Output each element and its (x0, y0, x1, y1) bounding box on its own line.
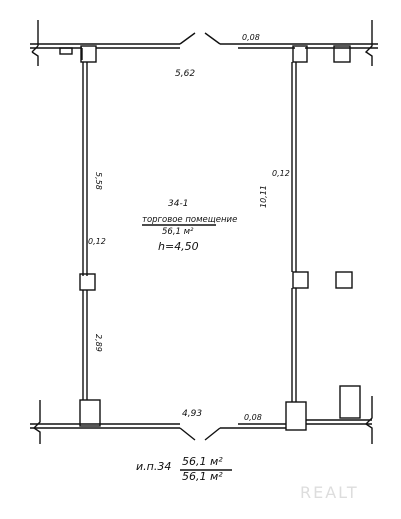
top-width-label: 5,62 (175, 69, 195, 79)
bottom-step-label: 0,08 (244, 413, 262, 422)
totals-area-top: 56,1 м² (182, 455, 223, 468)
column-right-middle (292, 271, 309, 289)
bottom-wall-right (220, 419, 372, 429)
door-opening-top (179, 32, 221, 45)
top-step-label: 0,08 (242, 33, 260, 42)
column-bottom-left (79, 399, 101, 427)
break-mark-top-right (364, 20, 373, 66)
top-wall-left (30, 43, 180, 60)
left-upper-dim: 5,58 (94, 172, 103, 190)
door-opening-bottom (179, 427, 221, 441)
watermark: REALT (300, 483, 359, 502)
column-top-left (80, 45, 97, 63)
totals-label: и.п.34 (136, 460, 171, 473)
right-length-dim: 10,11 (259, 185, 268, 208)
break-mark-bottom-left (32, 400, 41, 444)
bottom-width-label: 4,93 (182, 409, 202, 419)
break-mark-top-left (31, 20, 39, 66)
bottom-wall-left (30, 423, 180, 429)
column-top-right (292, 45, 308, 63)
small-mark (59, 47, 73, 55)
room-area: 56,1 м² (162, 227, 194, 237)
column-left-middle (79, 273, 96, 291)
right-wall (291, 62, 297, 402)
left-lower-dim: 2,89 (94, 334, 103, 352)
column-bottom-right (285, 401, 307, 431)
right-wall-thickness: 0,12 (272, 169, 290, 178)
break-mark-bottom-right (364, 396, 373, 444)
totals-area-bottom: 56,1 м² (182, 470, 223, 483)
column-top-far-right (333, 45, 351, 63)
room-height: h=4,50 (158, 240, 199, 253)
room-name: торговое помещение (142, 215, 237, 225)
column-bottom-far-right (339, 385, 361, 419)
top-wall-right (220, 43, 378, 49)
left-wall (82, 62, 88, 400)
room-number: 34-1 (168, 199, 188, 209)
left-wall-thickness: 0,12 (88, 237, 106, 246)
column-outside-right (335, 271, 353, 289)
